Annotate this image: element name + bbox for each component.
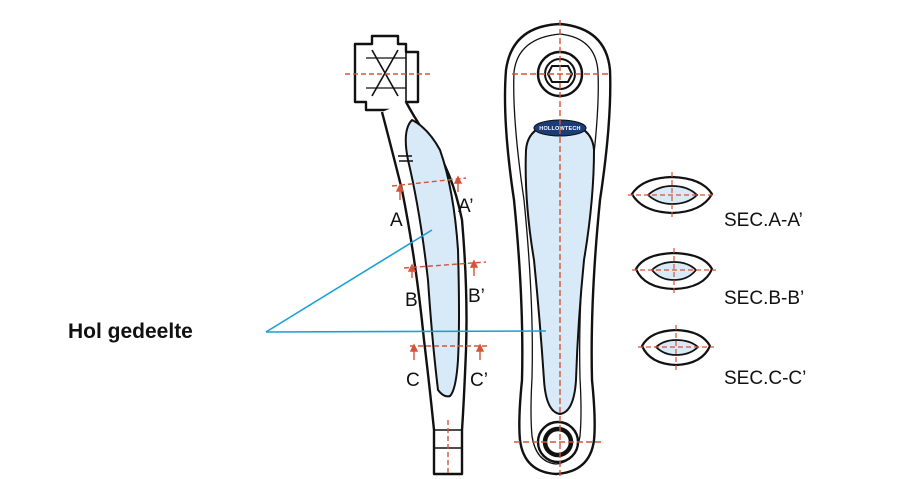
cut-label-b-prime: B’ [468,286,485,307]
callout-label: Hol gedeelte [68,320,193,343]
section-c-shape [638,325,714,370]
side-cut-arrows [395,175,485,360]
cut-label-a-prime: A’ [458,196,473,217]
cut-label-c: C [406,370,420,391]
section-b-shape [632,248,716,294]
crank-side-view [353,34,468,476]
side-hollow-portion [404,119,460,398]
front-centerlines [512,20,610,476]
cut-label-a: A [390,210,403,231]
crank-front-view [503,22,612,476]
section-a-label: SEC.A-A’ [724,210,803,231]
section-b-label: SEC.B-B’ [724,288,804,309]
section-a-shape [628,172,716,218]
section-c-label: SEC.C-C’ [724,368,806,389]
callout-lines [265,229,547,333]
cut-label-c-prime: C’ [470,370,488,391]
spindle-head [353,34,420,112]
cut-label-b: B [405,290,418,311]
